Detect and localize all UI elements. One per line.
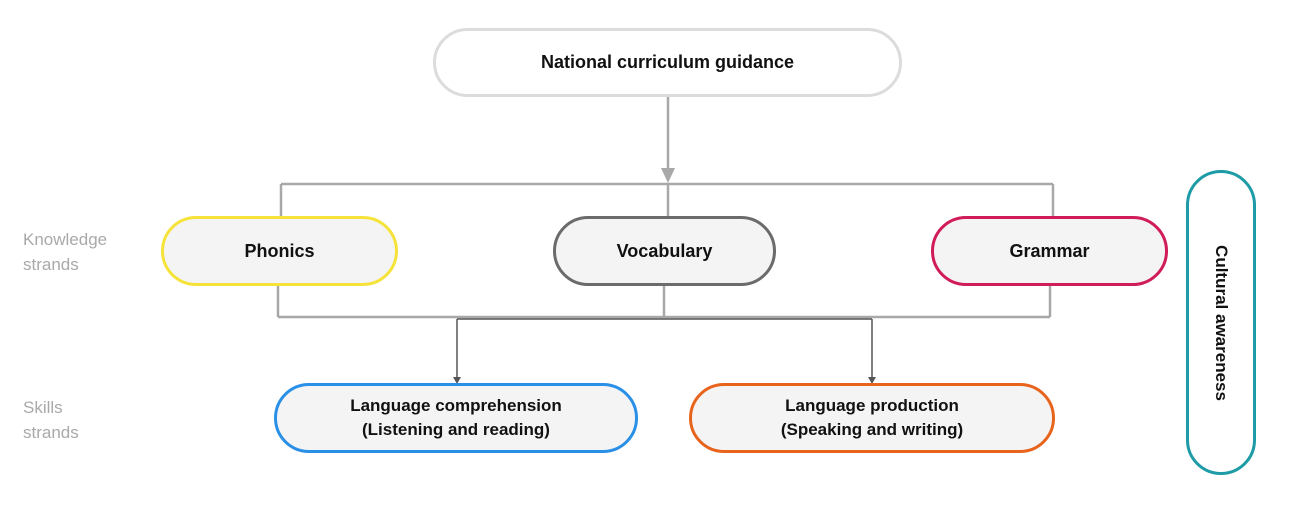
skills-label-line2: strands: [23, 423, 79, 442]
arrowhead-top: [661, 168, 675, 183]
skills-label-line1: Skills: [23, 398, 63, 417]
comprehension-title: Language comprehension: [350, 396, 562, 416]
vocabulary-label: Vocabulary: [616, 240, 713, 261]
grammar-node: Grammar: [931, 216, 1168, 286]
top-node-label: National curriculum guidance: [540, 52, 795, 72]
phonics-label: Phonics: [244, 240, 315, 261]
arrowhead-comprehension: [453, 377, 461, 384]
production-title: Language production: [785, 396, 959, 416]
phonics-node: Phonics: [161, 216, 398, 286]
cultural-awareness-label: Cultural awareness: [1212, 244, 1231, 401]
knowledge-strands-label: Knowledge strands: [23, 227, 107, 277]
vocabulary-node: Vocabulary: [553, 216, 776, 286]
language-comprehension-node: Language comprehension (Listening and re…: [274, 383, 638, 453]
language-production-node: Language production (Speaking and writin…: [689, 383, 1055, 453]
arrowhead-production: [868, 377, 876, 384]
comprehension-subtitle: (Listening and reading): [362, 420, 550, 439]
top-node: National curriculum guidance: [433, 28, 902, 97]
knowledge-label-line1: Knowledge: [23, 230, 108, 249]
production-subtitle: (Speaking and writing): [780, 420, 964, 439]
knowledge-label-line2: strands: [23, 255, 79, 274]
skills-strands-label: Skills strands: [23, 395, 79, 445]
cultural-awareness-node: Cultural awareness: [1186, 170, 1256, 475]
grammar-label: Grammar: [1009, 240, 1090, 261]
